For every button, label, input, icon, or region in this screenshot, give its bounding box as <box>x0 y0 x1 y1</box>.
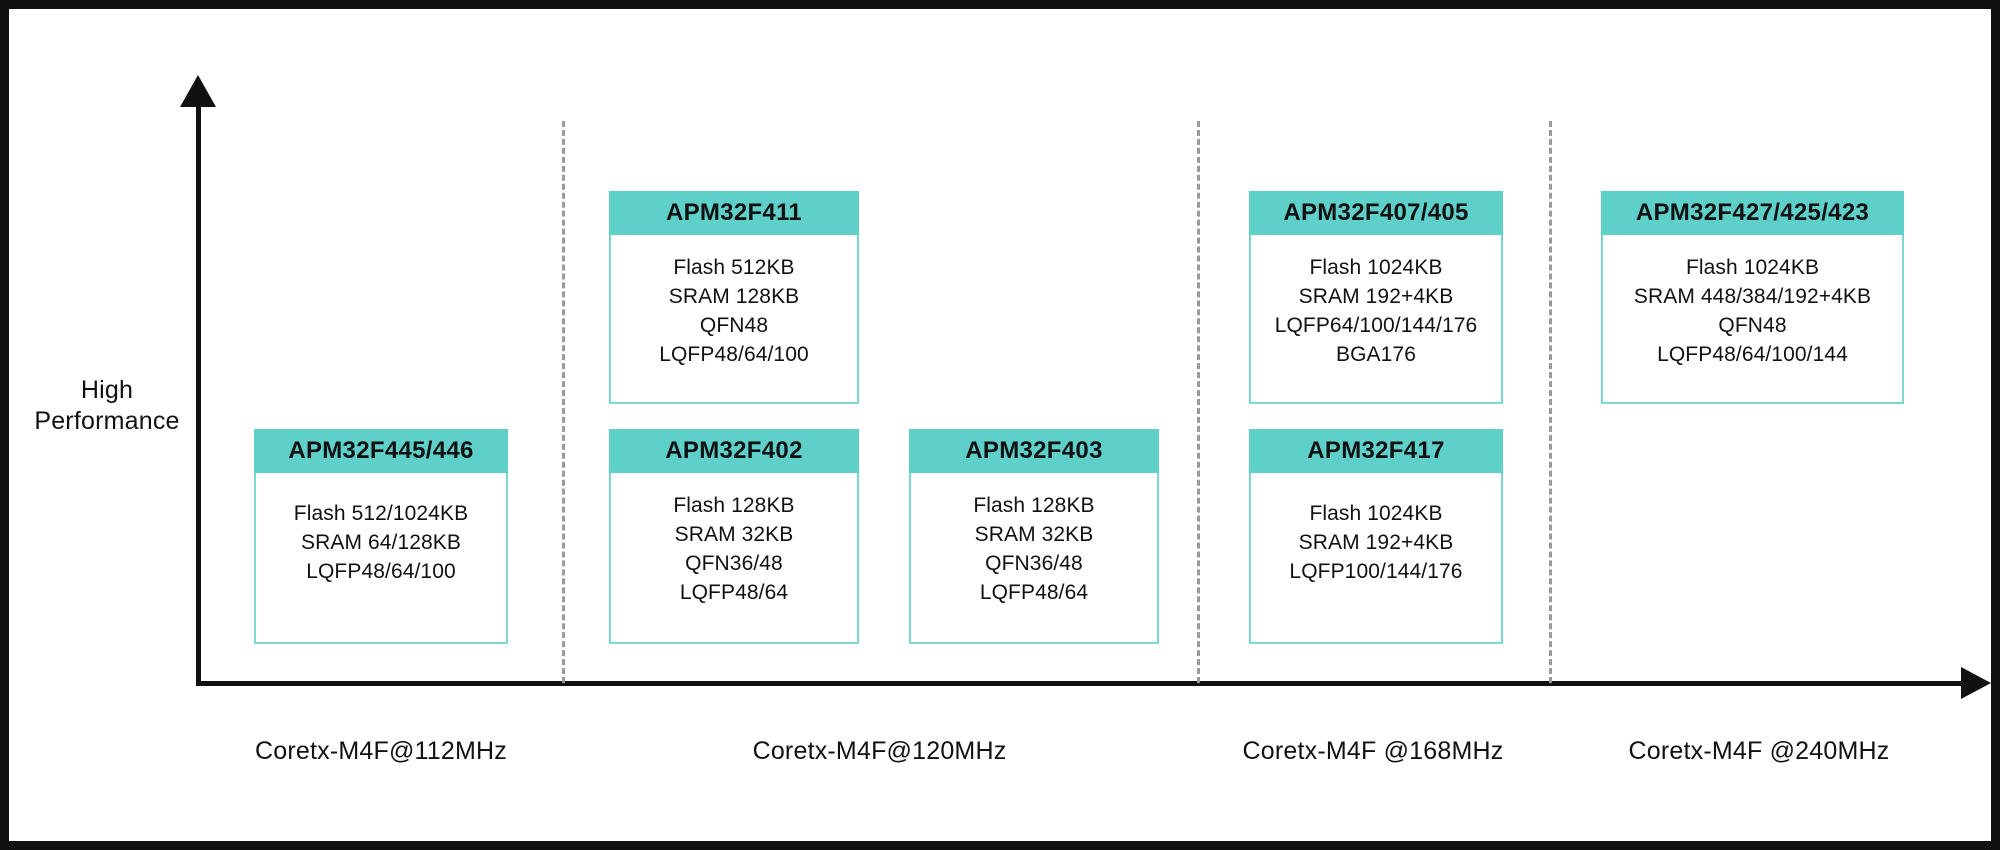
product-card-specs: Flash 1024KB SRAM 192+4KB LQFP64/100/144… <box>1251 235 1501 369</box>
product-card-apm32f411[interactable]: APM32F411 Flash 512KB SRAM 128KB QFN48 L… <box>609 191 859 404</box>
tier-divider-3 <box>1549 121 1552 683</box>
spec-line: QFN36/48 <box>685 552 783 575</box>
product-card-apm32f403[interactable]: APM32F403 Flash 128KB SRAM 32KB QFN36/48… <box>909 429 1159 644</box>
spec-line: LQFP48/64/100/144 <box>1657 343 1848 366</box>
tier-label-168mhz: Coretx-M4F @168MHz <box>1242 737 1504 765</box>
product-card-apm32f402[interactable]: APM32F402 Flash 128KB SRAM 32KB QFN36/48… <box>609 429 859 644</box>
product-card-specs: Flash 512/1024KB SRAM 64/128KB LQFP48/64… <box>256 473 506 586</box>
spec-line: QFN48 <box>1718 314 1787 337</box>
spec-line: Flash 1024KB <box>1309 256 1443 279</box>
x-axis-line <box>196 681 1968 686</box>
spec-line: SRAM 192+4KB <box>1298 285 1454 308</box>
spec-line: Flash 128KB <box>973 494 1095 517</box>
spec-line: SRAM 32KB <box>674 523 794 546</box>
tier-label-120mhz: Coretx-M4F@120MHz <box>752 737 1007 765</box>
product-card-apm32f427-425-423[interactable]: APM32F427/425/423 Flash 1024KB SRAM 448/… <box>1601 191 1904 404</box>
product-card-title: APM32F411 <box>609 191 859 235</box>
spec-line: SRAM 64/128KB <box>300 531 462 554</box>
spec-line: SRAM 32KB <box>974 523 1094 546</box>
tier-label-112mhz: Coretx-M4F@112MHz <box>255 737 507 765</box>
product-card-specs: Flash 128KB SRAM 32KB QFN36/48 LQFP48/64 <box>911 473 1157 607</box>
spec-line: QFN36/48 <box>985 552 1083 575</box>
spec-line: LQFP64/100/144/176 <box>1274 314 1478 337</box>
spec-line: SRAM 128KB <box>668 285 800 308</box>
spec-line: LQFP48/64 <box>679 581 789 604</box>
product-card-apm32f445-446[interactable]: APM32F445/446 Flash 512/1024KB SRAM 64/1… <box>254 429 508 644</box>
tier-divider-2 <box>1197 121 1200 683</box>
product-card-title: APM32F417 <box>1249 429 1503 473</box>
spec-line: Flash 512/1024KB <box>293 502 469 525</box>
x-axis-arrow-icon <box>1961 667 1991 699</box>
spec-line: LQFP100/144/176 <box>1289 560 1463 583</box>
tier-label-240mhz: Coretx-M4F @240MHz <box>1628 737 1890 765</box>
product-card-specs: Flash 128KB SRAM 32KB QFN36/48 LQFP48/64 <box>611 473 857 607</box>
product-card-specs: Flash 1024KB SRAM 448/384/192+4KB QFN48 … <box>1603 235 1902 369</box>
product-card-specs: Flash 1024KB SRAM 192+4KB LQFP100/144/17… <box>1251 473 1501 586</box>
product-card-title: APM32F427/425/423 <box>1601 191 1904 235</box>
y-axis-label: High Performance <box>23 375 191 437</box>
y-axis-label-line2: Performance <box>34 407 180 435</box>
product-card-title: APM32F402 <box>609 429 859 473</box>
product-card-title: APM32F407/405 <box>1249 191 1503 235</box>
spec-line: QFN48 <box>699 314 769 337</box>
y-axis-arrow-icon <box>180 75 216 107</box>
y-axis-line <box>196 101 201 686</box>
product-card-apm32f407-405[interactable]: APM32F407/405 Flash 1024KB SRAM 192+4KB … <box>1249 191 1503 404</box>
product-card-specs: Flash 512KB SRAM 128KB QFN48 LQFP48/64/1… <box>611 235 857 369</box>
spec-line: LQFP48/64/100 <box>659 343 809 366</box>
product-card-title: APM32F403 <box>909 429 1159 473</box>
spec-line: LQFP48/64 <box>979 581 1089 604</box>
spec-line: SRAM 192+4KB <box>1298 531 1454 554</box>
product-card-title: APM32F445/446 <box>254 429 508 473</box>
spec-line: Flash 1024KB <box>1309 502 1443 525</box>
spec-line: Flash 128KB <box>673 494 795 517</box>
spec-line: BGA176 <box>1336 343 1416 366</box>
spec-line: Flash 1024KB <box>1685 256 1820 279</box>
spec-line: SRAM 448/384/192+4KB <box>1633 285 1872 308</box>
y-axis-label-line1: High <box>80 376 134 404</box>
product-card-apm32f417[interactable]: APM32F417 Flash 1024KB SRAM 192+4KB LQFP… <box>1249 429 1503 644</box>
tier-divider-1 <box>562 121 565 683</box>
spec-line: LQFP48/64/100 <box>306 560 456 583</box>
spec-line: Flash 512KB <box>673 256 795 279</box>
